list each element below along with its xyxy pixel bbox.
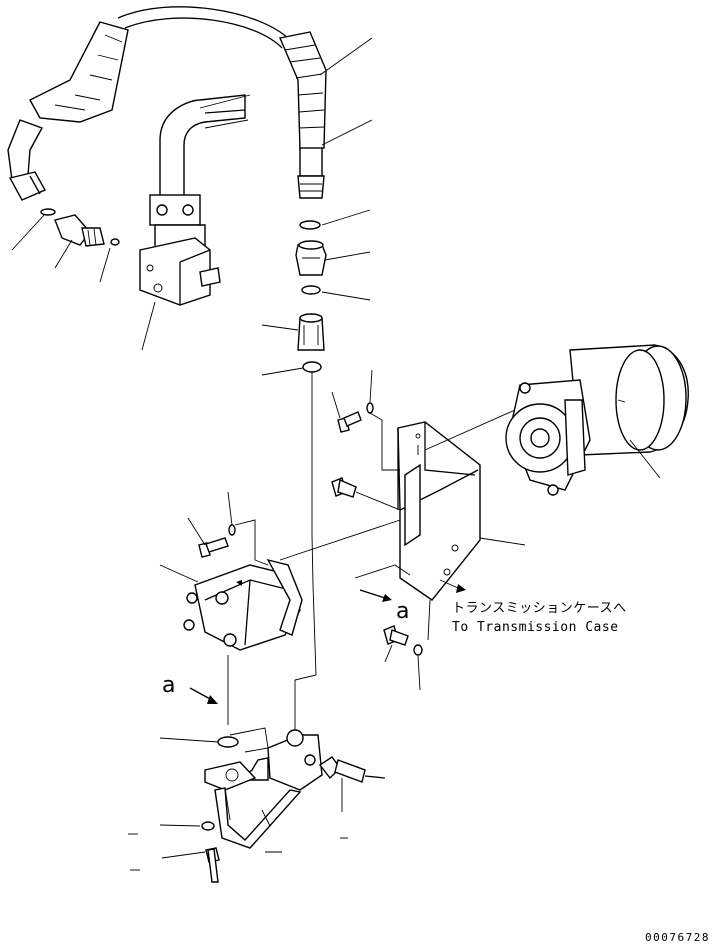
hydraulic-pump xyxy=(183,519,401,725)
bracket-fasteners xyxy=(331,402,431,656)
destination-label-english: To Transmission Case xyxy=(452,620,619,635)
section-marker-a-left: a xyxy=(162,673,175,698)
left-fittings xyxy=(40,208,120,247)
leader-lines xyxy=(11,37,661,871)
electric-motor xyxy=(424,344,689,496)
mounting-bracket xyxy=(397,421,481,601)
reference-arrows xyxy=(189,564,466,704)
valve-block-assembly xyxy=(139,94,246,306)
upper-hose-assembly xyxy=(7,6,327,201)
fitting-stack xyxy=(294,220,327,730)
drawing-id: 00076728 xyxy=(645,931,710,944)
destination-label-japanese: トランスミッションケースへ xyxy=(452,601,627,616)
section-marker-a-right: a xyxy=(396,599,409,624)
lower-pipe-assembly xyxy=(201,727,386,883)
